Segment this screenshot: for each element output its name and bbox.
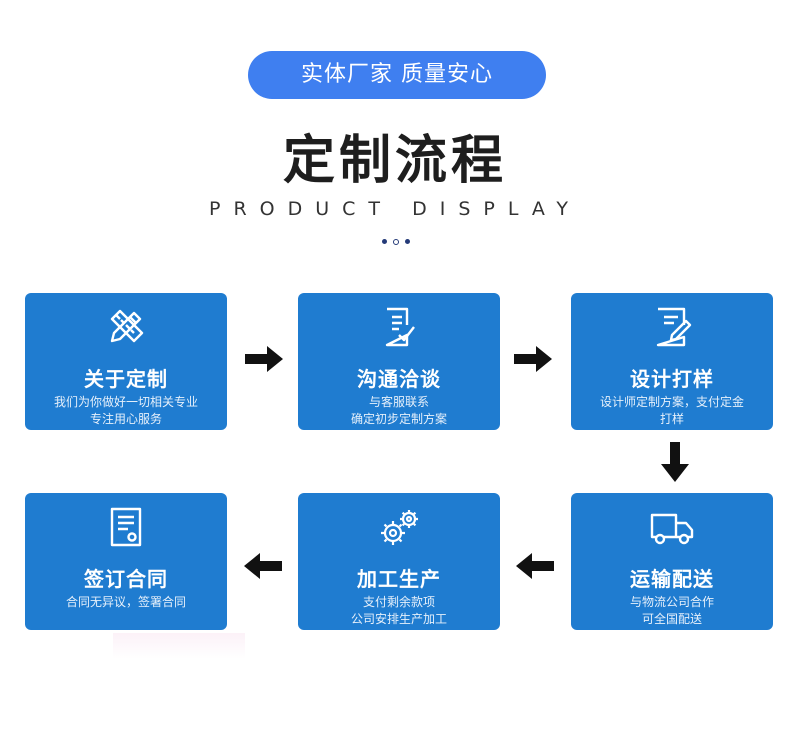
step-title: 关于定制 <box>84 367 168 391</box>
step-card-1: 关于定制 我们为你做好一切相关专业 专注用心服务 <box>25 293 227 430</box>
step-card-2: 沟通洽谈 与客服联系 确定初步定制方案 <box>298 293 500 430</box>
step-description-line: 确定初步定制方案 <box>350 412 447 426</box>
step-description-line: 与客服联系 <box>368 395 429 409</box>
faint-background-smudge <box>113 633 245 659</box>
step-title: 运输配送 <box>630 567 714 591</box>
step-description-line: 与物流公司合作 <box>629 595 714 609</box>
step-description: 支付剩余款项 公司安排生产加工 <box>304 594 494 628</box>
step-card-6: 签订合同 合同无异议，签署合同 <box>25 493 227 630</box>
step-description: 设计师定制方案，支付定金 打样 <box>577 394 767 428</box>
step-description: 与物流公司合作 可全国配送 <box>577 594 767 628</box>
page-subtitle: PRODUCT DISPLAY <box>209 198 581 220</box>
arrow-left-icon <box>516 553 554 579</box>
step-description-line: 打样 <box>659 412 684 426</box>
step-description-line: 公司安排生产加工 <box>350 612 447 626</box>
step-description-line: 支付剩余款项 <box>362 595 435 609</box>
arrow-right-icon <box>245 346 283 372</box>
step-title: 沟通洽谈 <box>357 367 441 391</box>
header-pill: 实体厂家 质量安心 <box>248 51 546 99</box>
step-description: 与客服联系 确定初步定制方案 <box>304 394 494 428</box>
step-card-3: 设计打样 设计师定制方案，支付定金 打样 <box>571 293 773 430</box>
step-description-line: 设计师定制方案，支付定金 <box>599 395 744 409</box>
arrow-left-icon <box>244 553 282 579</box>
step-description-line: 专注用心服务 <box>89 412 162 426</box>
dot-hollow-icon <box>393 239 399 245</box>
truck-icon <box>571 505 773 549</box>
step-title: 签订合同 <box>84 567 168 591</box>
step-description-line: 我们为你做好一切相关专业 <box>53 395 198 409</box>
step-description: 合同无异议，签署合同 <box>31 594 221 611</box>
step-description: 我们为你做好一切相关专业 专注用心服务 <box>31 394 221 428</box>
step-title: 设计打样 <box>630 367 714 391</box>
arrow-down-icon <box>661 442 689 482</box>
pencil-ruler-icon <box>25 305 227 349</box>
document-check-icon <box>298 305 500 349</box>
dot-icon <box>382 239 387 244</box>
dot-icon <box>405 239 410 244</box>
page-title: 定制流程 <box>282 131 507 191</box>
design-edit-icon <box>571 305 773 349</box>
gears-icon <box>298 505 500 549</box>
step-card-5: 加工生产 支付剩余款项 公司安排生产加工 <box>298 493 500 630</box>
decorative-dots <box>381 238 413 246</box>
step-description-line: 合同无异议，签署合同 <box>65 595 186 609</box>
arrow-right-icon <box>514 346 552 372</box>
step-card-4: 运输配送 与物流公司合作 可全国配送 <box>571 493 773 630</box>
step-description-line: 可全国配送 <box>641 612 702 626</box>
step-title: 加工生产 <box>357 567 441 591</box>
contract-icon <box>25 505 227 549</box>
